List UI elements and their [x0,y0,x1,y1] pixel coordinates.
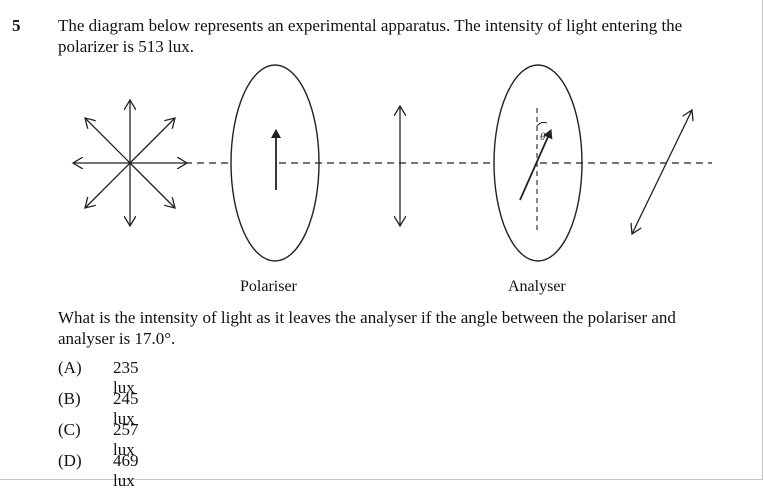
question-stem: The diagram below represents an experime… [58,15,748,57]
stem-line-2: polarizer is 513 lux. [58,37,194,56]
unpolarized-light-arrows [73,100,187,226]
option-letter: (A) [58,358,82,377]
option-text: 257 lux [113,420,139,459]
stem-line-1: The diagram below represents an experime… [58,16,683,35]
prompt-line-1: What is the intensity of light as it lea… [58,308,676,327]
star-arrow-ne [129,118,175,164]
question-number: 5 [12,16,21,35]
star-arrow-nw [85,118,131,164]
polariser-label: Polariser [240,278,297,295]
star-arrow-se [129,162,175,208]
page-frame [0,0,763,480]
option-text: 469 lux [113,451,139,490]
option-letter: (D) [58,451,82,470]
polarizer-diagram: θ [0,64,712,262]
option-letter: (C) [58,420,81,439]
analyser-ellipse [493,64,583,262]
option-text: 235 lux [113,358,139,397]
question-prompt: What is the intensity of light as it lea… [58,307,748,349]
angle-theta-label: θ [540,131,546,143]
analyser-axis-arrow [519,129,553,201]
option-letter: (B) [58,389,81,408]
transmitted-light-arrow [632,110,692,234]
angle-arc [536,121,548,127]
polariser-ellipse [230,64,320,262]
star-arrow-sw [85,162,131,208]
option-text: 245 lux [113,389,139,428]
analyser-label: Analyser [508,278,566,295]
prompt-line-2: analyser is 17.0°. [58,329,176,348]
